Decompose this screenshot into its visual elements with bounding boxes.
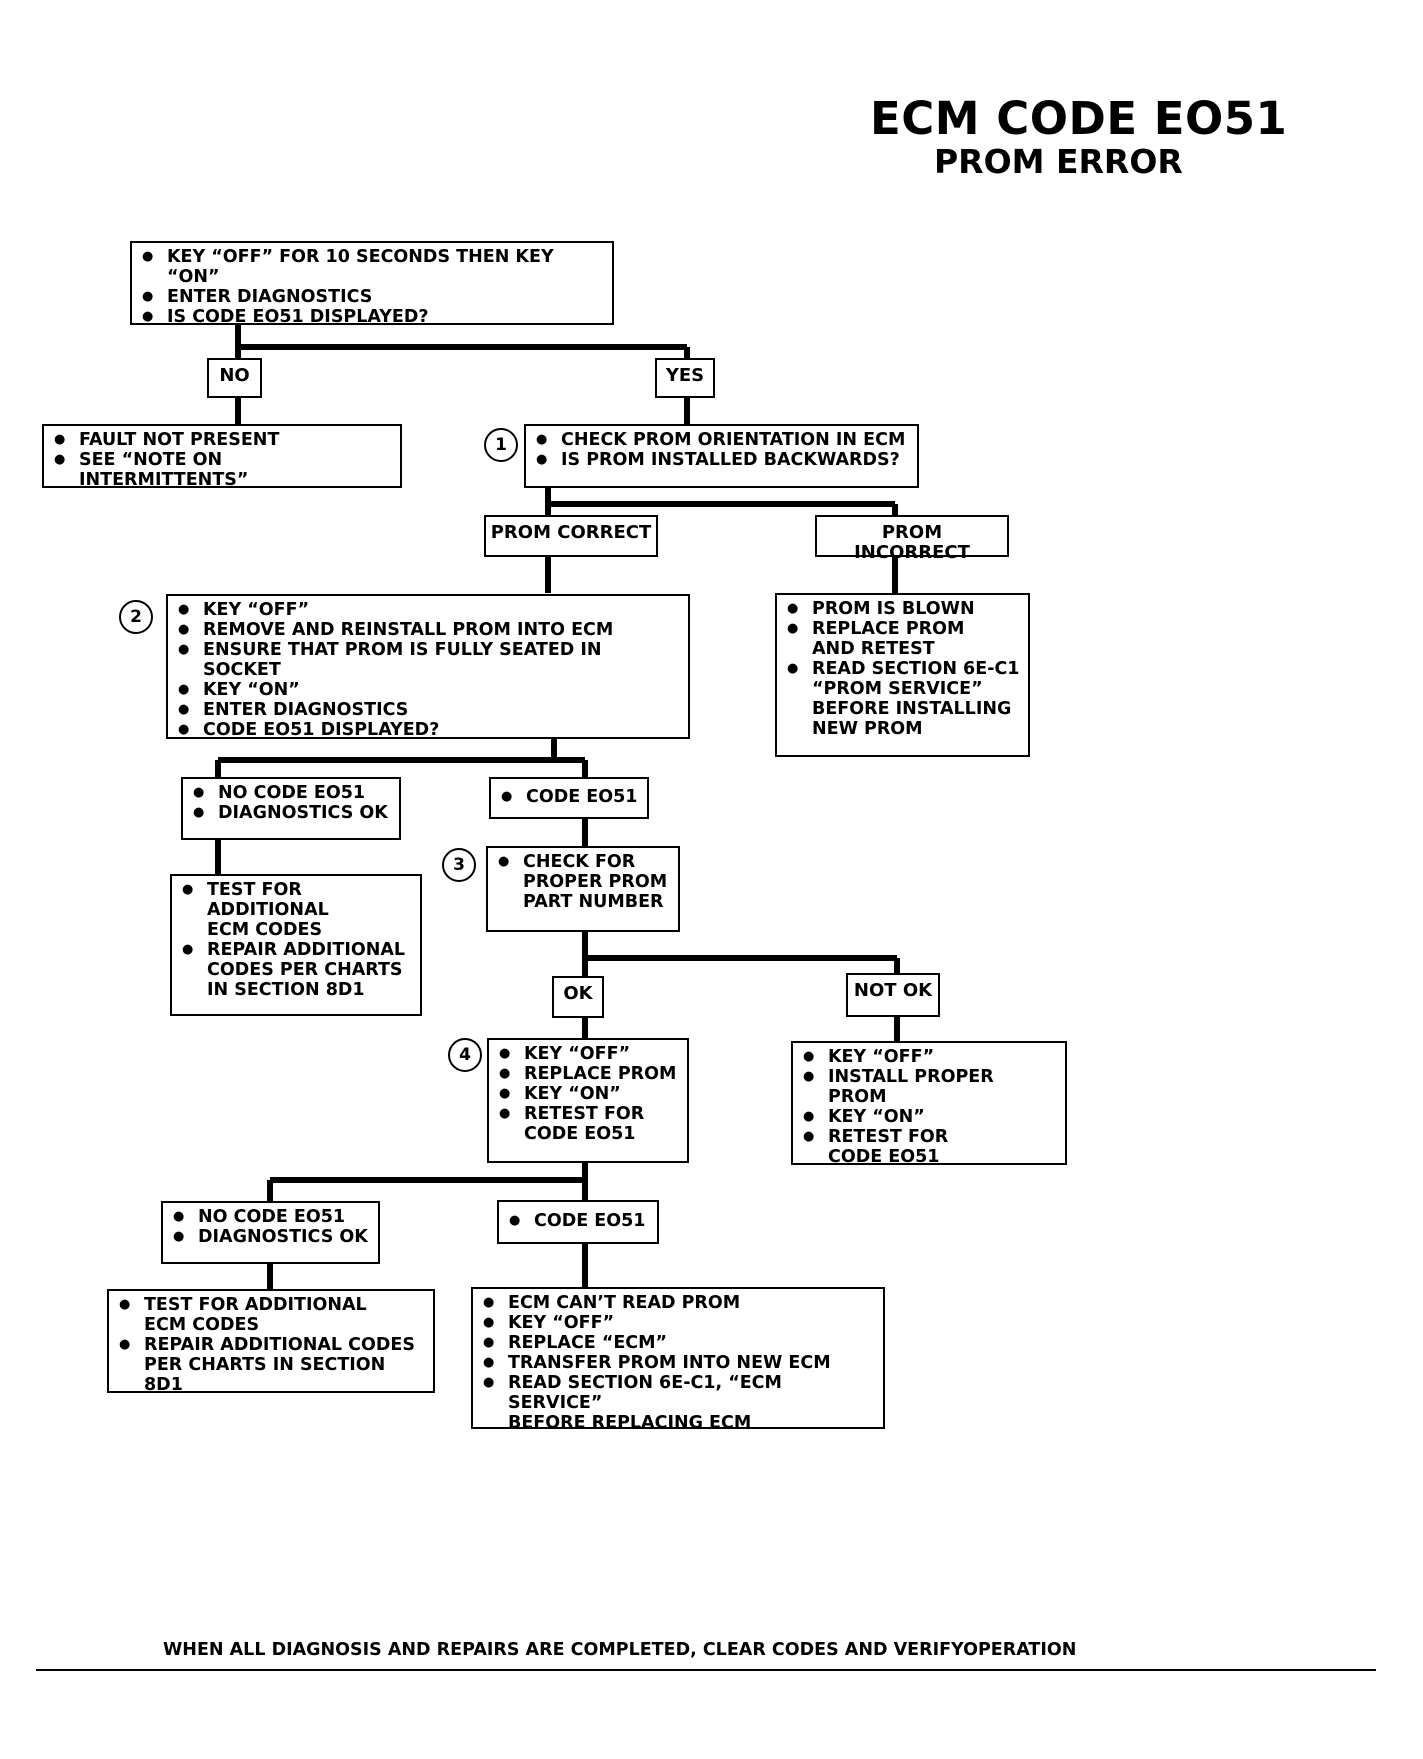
list-item: KEY “OFF” [497,1044,679,1064]
connector-start [235,323,690,425]
list-item: SEE “NOTE ON INTERMITTENTS” [52,450,392,490]
list-item: KEY “OFF” FOR 10 SECONDS THEN KEY “ON” [140,247,604,287]
box-code-eo51-2: CODE EO51 [497,1200,659,1244]
connector-orientation [545,488,898,593]
label-no: NO [207,358,262,398]
label-yes: YES [655,358,715,398]
box-install-proper-prom: KEY “OFF” INSTALL PROPER PROM KEY “ON” R… [791,1041,1067,1167]
list-item: IS PROM INSTALLED BACKWARDS? [534,450,909,470]
list-item: CODE EO51 [499,787,639,807]
box-code-eo51: CODE EO51 [489,777,649,819]
bottom-rule [36,1669,1376,1671]
list-item: READ SECTION 6E-C1“PROM SERVICE”BEFORE I… [785,659,1020,739]
step-marker-1: 1 [484,428,518,462]
list-item: NO CODE EO51 [171,1207,370,1227]
box-key-off-start: KEY “OFF” FOR 10 SECONDS THEN KEY “ON” E… [130,241,614,327]
label-not-ok: NOT OK [846,973,940,1017]
connector-part [582,932,900,1043]
list-item: ENTER DIAGNOSTICS [140,287,604,307]
box-no-code-diagnostics-ok: NO CODE EO51 DIAGNOSTICS OK [181,777,401,840]
chart-subtitle: PROM ERROR [934,142,1183,181]
list-item: CHECK PROM ORIENTATION IN ECM [534,430,909,450]
label-prom-correct: PROM CORRECT [484,515,658,557]
list-item: ECM CAN’T READ PROM [481,1293,875,1313]
step-marker-2: 2 [119,600,153,634]
list-item: DIAGNOSTICS OK [191,803,391,823]
list-item: CODE EO51 DISPLAYED? [176,720,680,740]
list-item: KEY “OFF” [176,600,680,620]
box-ecm-cant-read-prom: ECM CAN’T READ PROM KEY “OFF” REPLACE “E… [471,1287,885,1433]
list-item: REPLACE PROM [497,1064,679,1084]
list-item: KEY “OFF” [481,1313,875,1333]
label-ok: OK [552,976,604,1018]
list-item: NO CODE EO51 [191,783,391,803]
list-item: ENTER DIAGNOSTICS [176,700,680,720]
label-prom-incorrect: PROM INCORRECT [815,515,1009,563]
box-no-code-diagnostics-ok-2: NO CODE EO51 DIAGNOSTICS OK [161,1201,380,1264]
chart-title: ECM CODE EO51 [870,92,1288,145]
list-item: READ SECTION 6E-C1, “ECM SERVICE”BEFORE … [481,1373,875,1433]
list-item: KEY “ON” [497,1084,679,1104]
list-item: PROM IS BLOWN [785,599,1020,619]
list-item: REPLACE “ECM” [481,1333,875,1353]
list-item: KEY “ON” [176,680,680,700]
connector-replace [267,1163,588,1292]
list-item: FAULT NOT PRESENT [52,430,392,450]
step-marker-4: 4 [448,1038,482,1072]
box-fault-not-present: FAULT NOT PRESENT SEE “NOTE ON INTERMITT… [42,424,402,490]
footer-note: WHEN ALL DIAGNOSIS AND REPAIRS ARE COMPL… [163,1640,1077,1660]
list-item: INSTALL PROPER PROM [801,1067,1057,1107]
list-item: KEY “ON” [801,1107,1057,1127]
list-item: ENSURE THAT PROM IS FULLY SEATED IN SOCK… [176,640,680,680]
box-remove-reinstall-prom: KEY “OFF” REMOVE AND REINSTALL PROM INTO… [166,594,690,740]
list-item: REMOVE AND REINSTALL PROM INTO ECM [176,620,680,640]
list-item: IS CODE EO51 DISPLAYED? [140,307,604,327]
list-item: KEY “OFF” [801,1047,1057,1067]
list-item: TRANSFER PROM INTO NEW ECM [481,1353,875,1373]
step-marker-3: 3 [442,848,476,882]
box-replace-prom: KEY “OFF” REPLACE PROM KEY “ON” RETEST F… [487,1038,689,1163]
box-check-prom-orientation: CHECK PROM ORIENTATION IN ECM IS PROM IN… [524,424,919,488]
connector-reinstall [215,737,588,875]
list-item: DIAGNOSTICS OK [171,1227,370,1247]
list-item: CODE EO51 [507,1211,649,1231]
